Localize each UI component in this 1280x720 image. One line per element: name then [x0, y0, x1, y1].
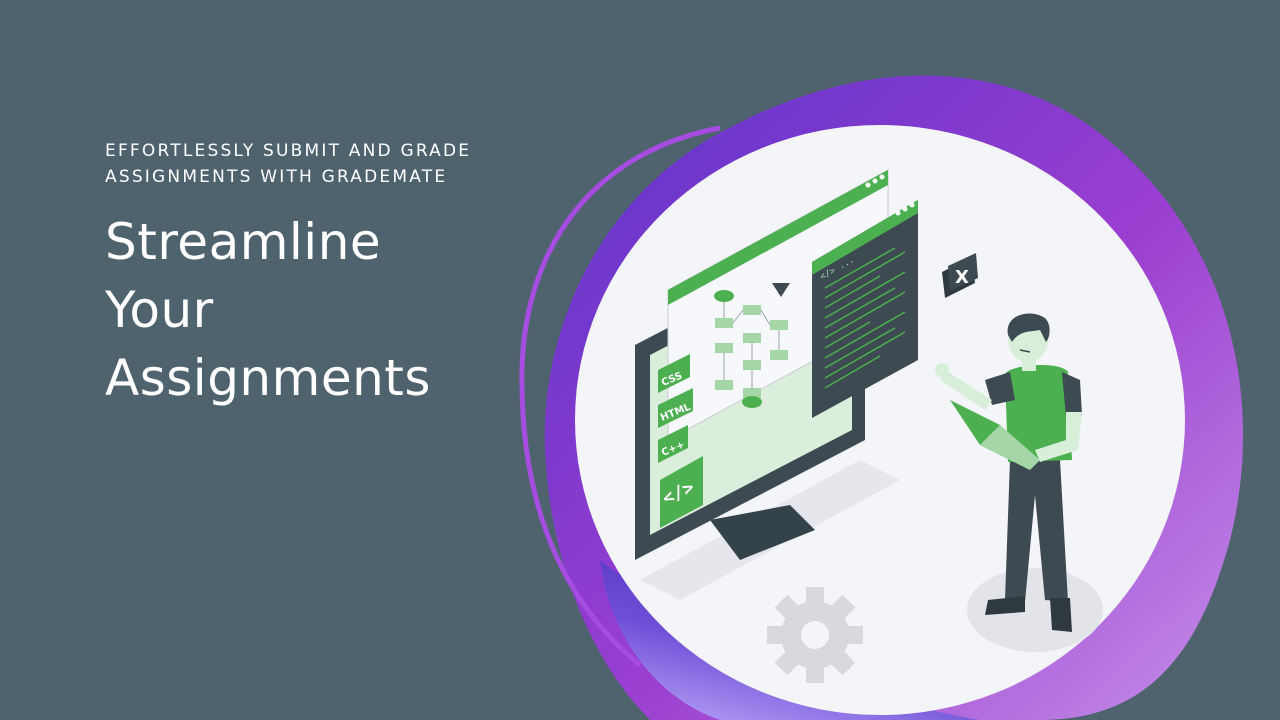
- headline-line-1: Streamline: [105, 213, 382, 271]
- close-icon: X: [942, 253, 978, 298]
- gear-icon: [767, 587, 863, 683]
- hero-headline: Streamline Your Assignments: [105, 208, 525, 412]
- headline-line-3: Assignments: [105, 349, 431, 407]
- code-icon: </>: [659, 456, 703, 528]
- subtitle-line-1: EFFORTLESSLY SUBMIT AND GRADE: [105, 141, 472, 161]
- flowchart-window: [667, 169, 889, 441]
- person-illustration: [935, 313, 1082, 632]
- background-blob-outline: [519, 125, 721, 667]
- hero-subtitle: EFFORTLESSLY SUBMIT AND GRADE ASSIGNMENT…: [105, 138, 525, 190]
- headline-line-2: Your: [105, 281, 214, 339]
- hero-text: EFFORTLESSLY SUBMIT AND GRADE ASSIGNMENT…: [105, 138, 525, 412]
- subtitle-line-2: ASSIGNMENTS WITH GRADEMATE: [105, 167, 448, 187]
- laptop-icon: [950, 400, 1040, 470]
- background-blob-lower: [600, 560, 980, 720]
- close-badge-label: X: [955, 267, 969, 288]
- code-window: </> ...: [812, 200, 918, 418]
